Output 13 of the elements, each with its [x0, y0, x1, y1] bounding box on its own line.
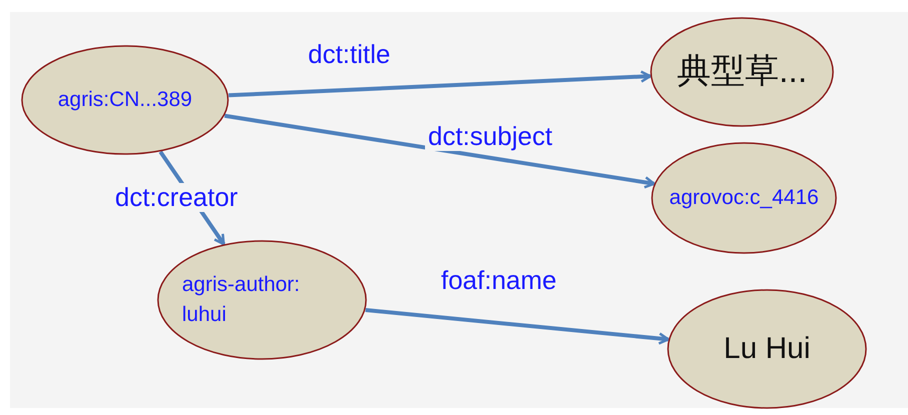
node-label: 典型草...: [676, 51, 808, 92]
node-label: Lu Hui: [724, 331, 810, 368]
ellipse-node: [21, 45, 229, 155]
node-label: agrovoc:c_4416: [669, 184, 819, 211]
ellipse-node: [667, 289, 867, 409]
ellipse-node: [157, 240, 367, 360]
arrow: [224, 114, 656, 189]
ellipse-node: [650, 17, 834, 127]
arrow: [228, 70, 652, 98]
node-label: agris:CN...389: [58, 86, 192, 113]
ellipse-node: [651, 142, 837, 254]
arrow: [365, 308, 670, 345]
node-label: agris-author: luhui: [182, 272, 301, 328]
